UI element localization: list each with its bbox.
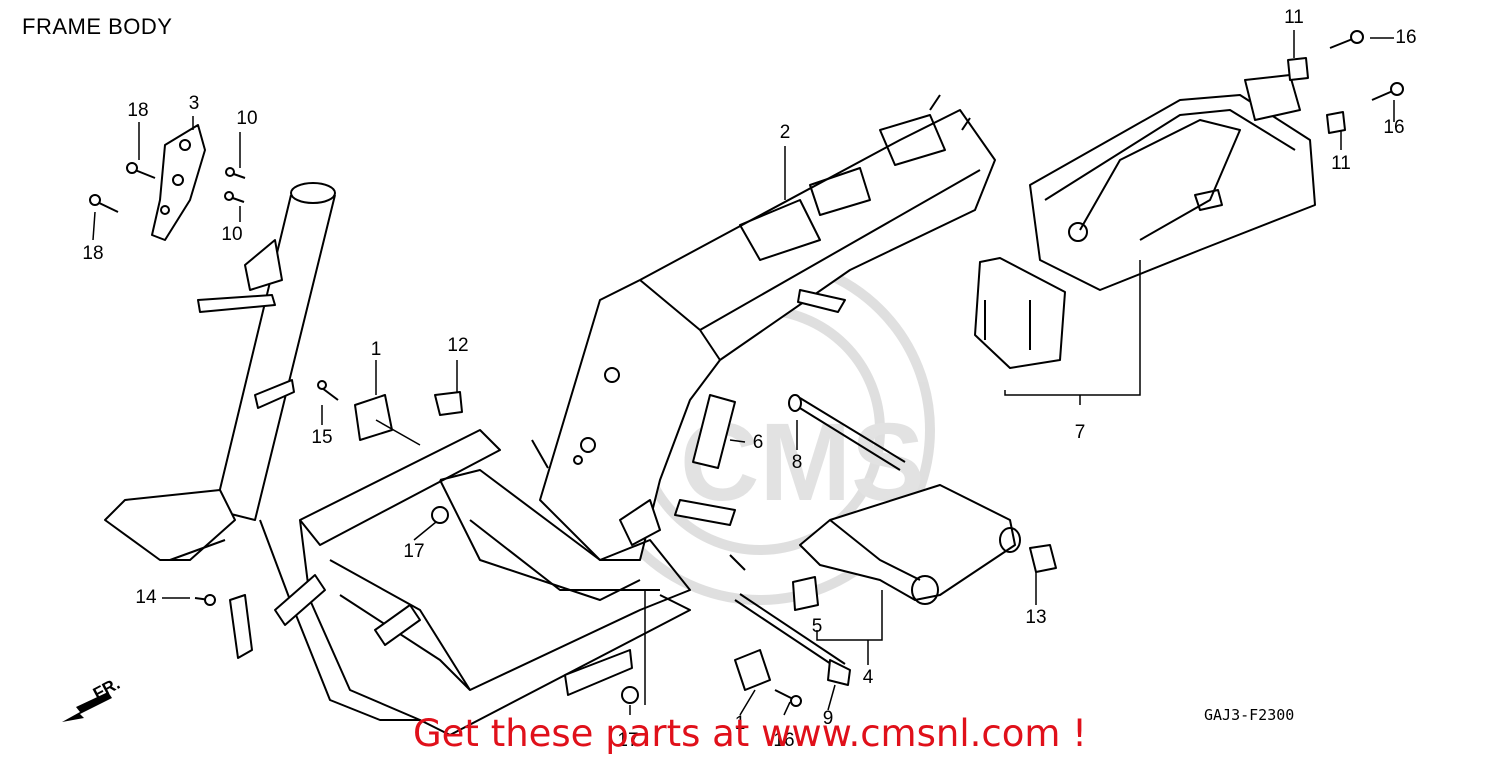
bolt-16-bottom (774, 689, 802, 707)
bolt-18-upper (126, 162, 156, 179)
callout-8: 8 (791, 452, 803, 473)
front-frame-tubes (104, 182, 421, 721)
nut-11-lower (1326, 111, 1346, 134)
collar-6 (692, 394, 736, 469)
callout-11: 11 (1331, 153, 1351, 174)
stay-plate-part (151, 124, 206, 241)
callout-12: 12 (447, 335, 469, 356)
callout-14: 14 (135, 587, 157, 608)
nut-17-lower (621, 686, 639, 704)
callout-17: 17 (617, 730, 639, 751)
bolt-16-lower (1371, 82, 1404, 101)
rear-bracket-part (974, 74, 1316, 369)
callout-9: 9 (822, 708, 834, 729)
callout-2: 2 (779, 122, 791, 143)
engine-hanger-part (799, 484, 1021, 605)
diagram-code: GAJ3-F2300 (1204, 706, 1295, 724)
bolt-14 (194, 594, 216, 606)
nut-12 (434, 391, 463, 416)
main-frame-part (531, 94, 996, 561)
nut-13 (1029, 544, 1057, 573)
callout-3: 3 (188, 93, 200, 114)
callout-10: 10 (221, 224, 243, 245)
callout-16: 16 (1383, 117, 1405, 138)
callout-4: 4 (862, 667, 874, 688)
callout-1: 1 (734, 713, 746, 734)
rubber-5 (792, 576, 819, 611)
bolt-18-lower (89, 194, 119, 213)
callout-16: 16 (1395, 27, 1417, 48)
callout-11: 11 (1284, 7, 1304, 28)
callout-15: 15 (311, 427, 333, 448)
callout-6: 6 (752, 432, 764, 453)
callout-16: 16 (773, 730, 795, 751)
plate-14 (229, 594, 253, 659)
bolt-8 (788, 394, 906, 471)
bolt-15 (317, 380, 339, 401)
bolt-9 (734, 593, 851, 686)
callout-7: 7 (1074, 422, 1086, 443)
callout-17: 17 (403, 541, 425, 562)
bolt-16-upper (1329, 30, 1364, 49)
bolt-10-lower (224, 191, 245, 203)
callout-18: 18 (82, 243, 104, 264)
callout-1: 1 (370, 339, 382, 360)
nut-11-upper (1287, 57, 1309, 81)
floor-frame (274, 429, 746, 736)
callout-10: 10 (236, 108, 258, 129)
clip-1-lower (734, 649, 771, 691)
diagram-title: FRAME BODY (22, 14, 173, 39)
callout-13: 13 (1025, 607, 1047, 628)
bolt-10-upper (225, 167, 246, 179)
callout-18: 18 (127, 100, 149, 121)
callout-5: 5 (811, 616, 823, 637)
nut-17-upper (431, 506, 449, 524)
clip-1-upper (354, 394, 393, 441)
leader-lines (92, 30, 1395, 716)
promo-link[interactable]: Get these parts at www.cmsnl.com ! (412, 712, 1087, 755)
